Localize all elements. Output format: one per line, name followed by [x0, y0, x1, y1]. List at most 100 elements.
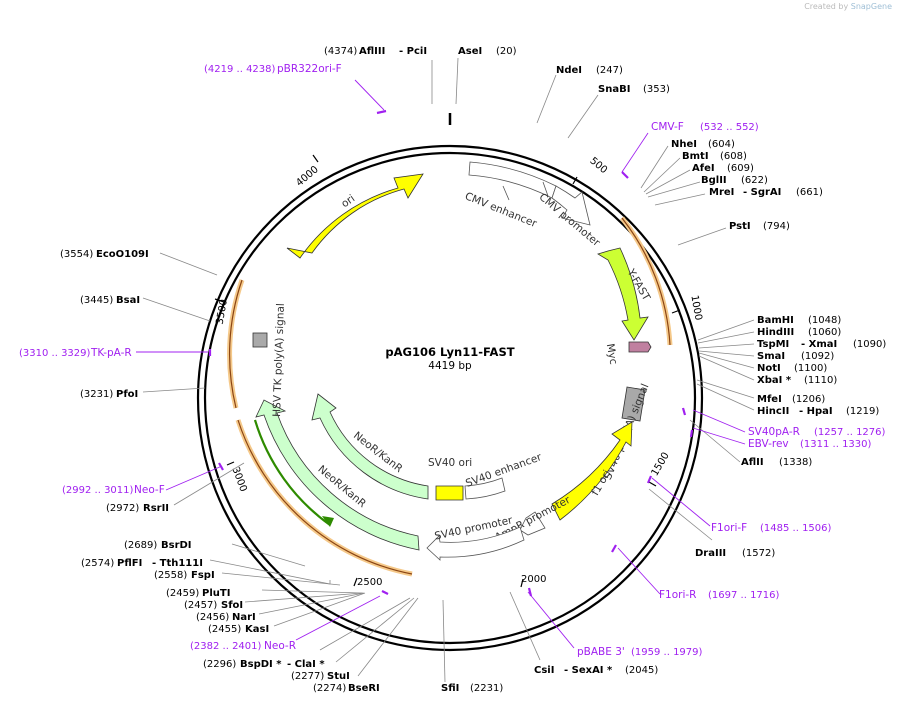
feature-sv40-ori-label: SV40 ori	[428, 457, 472, 469]
primer-neo-f-name: Neo-F	[134, 484, 165, 496]
site-aflII-name: AflII	[741, 457, 764, 468]
site-mreI-extra: - SgrAI	[743, 187, 781, 198]
site-kasI-name: KasI	[245, 624, 269, 635]
feature-sv40-ori	[435, 485, 464, 501]
site-notI-pos: (1100)	[794, 363, 827, 374]
feature-sv40-enhancer-label: SV40 enhancer	[464, 451, 544, 490]
site-aseI-pos: (20)	[496, 46, 517, 57]
site-mreI-pos: (661)	[796, 187, 823, 198]
site-bspDI-pos: (2296)	[203, 659, 236, 670]
primer-f1ori-r-name: F1ori-R	[659, 589, 696, 601]
site-tspMI-pos: (1090)	[853, 339, 886, 350]
site-csiI-pos: (2045)	[625, 665, 658, 676]
site-hincII-name: HincII	[757, 406, 789, 417]
site-aflIII-pos: (4374)	[324, 46, 357, 57]
site-pflFI-extra: - Tth111I	[152, 558, 203, 569]
plasmid-length: 4419 bp	[428, 360, 472, 372]
primer-pbabe3-name: pBABE 3'	[577, 646, 625, 658]
site-aflII-pos: (1338)	[779, 457, 812, 468]
site-csiI-extra: - SexAI *	[564, 665, 613, 676]
site-labels: (4374) AflIII - PciI AseI (20) NdeI (247…	[60, 46, 886, 694]
site-bsrDI-name: BsrDI	[161, 540, 192, 551]
site-aflIII-extra: - PciI	[399, 46, 427, 57]
primer-leaders	[136, 79, 746, 649]
primer-cmv-f-range: (532 .. 552)	[700, 122, 759, 133]
site-csiI-name: CsiI	[534, 665, 554, 676]
site-tspMI-extra: - XmaI	[801, 339, 837, 350]
tick-500: 500	[587, 155, 609, 176]
site-sfoI-pos: (2457)	[184, 600, 217, 611]
feature-sv40-promoter	[426, 526, 525, 561]
primer-tk-pa-r-name: TK-pA-R	[90, 347, 132, 359]
feature-f1-ori	[551, 421, 633, 521]
site-bsaI-name: BsaI	[116, 295, 140, 306]
site-tspMI-name: TspMI	[757, 339, 789, 350]
orf-highlights	[227, 216, 673, 577]
feature-sv40-polya	[621, 386, 646, 422]
primer-neo-r-range: (2382 .. 2401)	[190, 641, 262, 652]
tick-1500: 1500	[650, 451, 672, 479]
site-notI-name: NotI	[757, 363, 781, 374]
site-draIII-name: DraIII	[695, 548, 726, 559]
site-aseI-name: AseI	[458, 46, 482, 57]
tick-1000: 1000	[688, 294, 703, 321]
snapgene-credit: Created by SnapGene	[804, 2, 892, 11]
site-bmtI-name: BmtI	[682, 151, 709, 162]
feature-cmv-promoter	[551, 185, 591, 226]
site-hindIII-pos: (1060)	[808, 327, 841, 338]
site-pluTI-pos: (2459)	[166, 588, 199, 599]
site-bseRI-name: BseRI	[348, 683, 380, 694]
primer-neo-r-name: Neo-R	[264, 640, 296, 652]
site-smaI-pos: (1092)	[801, 351, 834, 362]
site-hindIII-name: HindIII	[757, 327, 794, 338]
site-mfeI-name: MfeI	[757, 394, 782, 405]
site-pfoI-pos: (3231)	[80, 389, 113, 400]
feature-myc-label: Myc	[604, 343, 620, 366]
site-bamHI-name: BamHI	[757, 315, 794, 326]
site-nheI-name: NheI	[671, 139, 697, 150]
feature-neor-kanr-inner	[311, 393, 429, 500]
site-afeI-pos: (609)	[727, 163, 754, 174]
feature-hsv-tk-polya-label: HSV TK poly(A) signal	[271, 303, 287, 417]
primer-labels: (4219 .. 4238) pBR322ori-F CMV-F (532 ..…	[19, 63, 886, 658]
site-ecoO109I-name: EcoO109I	[96, 249, 149, 260]
backbone	[196, 113, 704, 652]
site-draIII-pos: (1572)	[742, 548, 775, 559]
site-bsrDI-pos: (2689)	[124, 540, 157, 551]
site-snaBI-name: SnaBI	[598, 84, 630, 95]
primer-pbabe3-range: (1959 .. 1979)	[631, 647, 703, 658]
site-bglII-name: BglII	[701, 175, 727, 186]
site-ecoO109I-pos: (3554)	[60, 249, 93, 260]
primer-pbr322ori-f-range: (4219 .. 4238)	[204, 64, 276, 75]
primer-f1ori-f-name: F1ori-F	[711, 522, 747, 534]
site-bseRI-pos: (2274)	[313, 683, 346, 694]
tick-2000: 2000	[521, 574, 546, 585]
primer-cmv-f-name: CMV-F	[651, 121, 684, 133]
site-pstI-name: PstI	[729, 221, 751, 232]
site-mfeI-pos: (1206)	[792, 394, 825, 405]
primer-neo-f-range: (2992 .. 3011)	[62, 485, 134, 496]
feature-y-fast	[597, 247, 649, 341]
site-xbaI-name: XbaI *	[757, 375, 792, 386]
primer-sv40pa-r-name: SV40pA-R	[748, 426, 800, 438]
site-bglII-pos: (622)	[741, 175, 768, 186]
primer-pbr322ori-f-name: pBR322ori-F	[277, 63, 342, 75]
feature-ampr-promoter	[519, 511, 546, 536]
site-bamHI-pos: (1048)	[808, 315, 841, 326]
site-leaders	[142, 57, 755, 683]
feature-myc	[628, 341, 652, 353]
primer-tk-pa-r-range: (3310 .. 3329)	[19, 348, 91, 359]
site-ndeI-pos: (247)	[596, 65, 623, 76]
site-bspDI-extra: - ClaI *	[287, 659, 325, 670]
site-ndeI-name: NdeI	[556, 65, 582, 76]
primer-f1ori-f-range: (1485 .. 1506)	[760, 523, 832, 534]
primer-f1ori-r-range: (1697 .. 1716)	[708, 590, 780, 601]
feature-ori	[286, 173, 424, 259]
site-xbaI-pos: (1110)	[804, 375, 837, 386]
primer-ebv-rev-range: (1311 .. 1330)	[800, 439, 872, 450]
site-afeI-name: AfeI	[692, 163, 715, 174]
site-nheI-pos: (604)	[708, 139, 735, 150]
primer-sv40pa-r-range: (1257 .. 1276)	[814, 427, 886, 438]
site-rsrII-name: RsrII	[143, 503, 169, 514]
